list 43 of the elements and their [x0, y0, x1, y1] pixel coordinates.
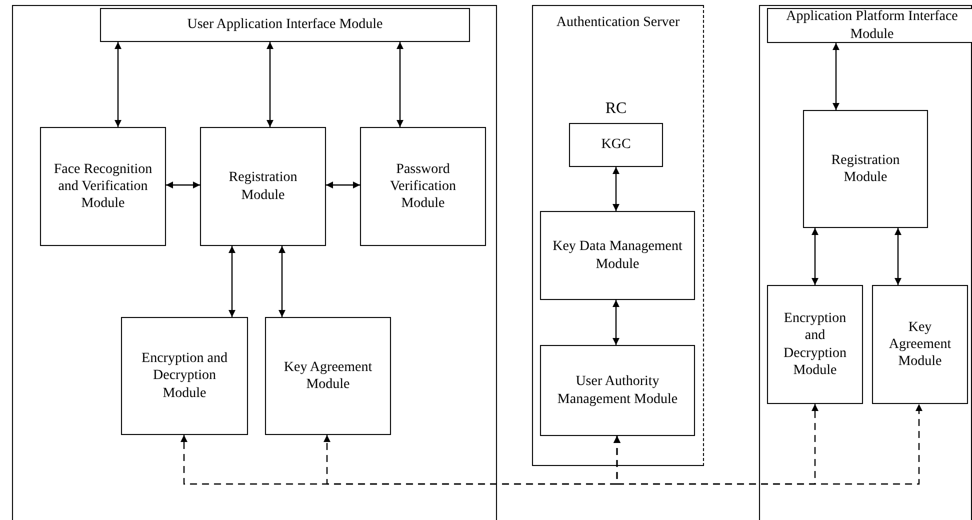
module-box: [200, 127, 326, 246]
module-label: Key Data Management Module: [552, 238, 684, 273]
module-label: User Authority Management Module: [556, 373, 679, 408]
arrow: [894, 228, 902, 285]
arrow: [812, 228, 818, 285]
module-box: [121, 317, 248, 435]
module-box: [872, 285, 968, 404]
module-label: KGC: [601, 136, 631, 154]
module-label: Face Recognition and Verification Module: [52, 160, 154, 212]
arrow: [278, 246, 286, 317]
arrow: [612, 167, 620, 211]
arrow: [166, 182, 200, 188]
module-label: Encryption and Decryption Module: [782, 310, 848, 379]
server-panel: [532, 5, 704, 466]
dashed-connector: [614, 404, 922, 485]
module-box: [265, 317, 391, 435]
module-label: Password Verification Module: [388, 160, 458, 212]
module-box: [40, 127, 166, 246]
module-label: User Application Interface Module: [187, 16, 383, 34]
module-box: [540, 345, 695, 436]
module-label: Application Platform Interface Module: [785, 8, 959, 43]
panel-title: Authentication Server: [556, 14, 680, 32]
module-box: [803, 110, 928, 228]
module-box: [767, 285, 863, 404]
module-box: [100, 8, 470, 42]
arrow: [326, 182, 360, 188]
arrow: [228, 246, 236, 317]
node-caption: RC: [604, 100, 628, 118]
arrow: [266, 42, 274, 127]
module-label: Encryption and Decryption Module: [140, 350, 228, 402]
module-box: [360, 127, 486, 246]
module-label: Key Agreement Module: [282, 358, 374, 394]
module-label: Key Agreement Module: [888, 318, 952, 370]
panel-frame: [12, 5, 497, 520]
module-box: [540, 211, 695, 300]
arrow: [396, 42, 404, 127]
panel-frame: [759, 5, 972, 520]
arrow: [114, 42, 122, 127]
module-box: [767, 8, 972, 43]
arrow: [612, 300, 620, 345]
module-label: Registration Module: [830, 152, 901, 186]
arrow: [832, 43, 840, 110]
module-label: Registration Module: [228, 169, 298, 204]
